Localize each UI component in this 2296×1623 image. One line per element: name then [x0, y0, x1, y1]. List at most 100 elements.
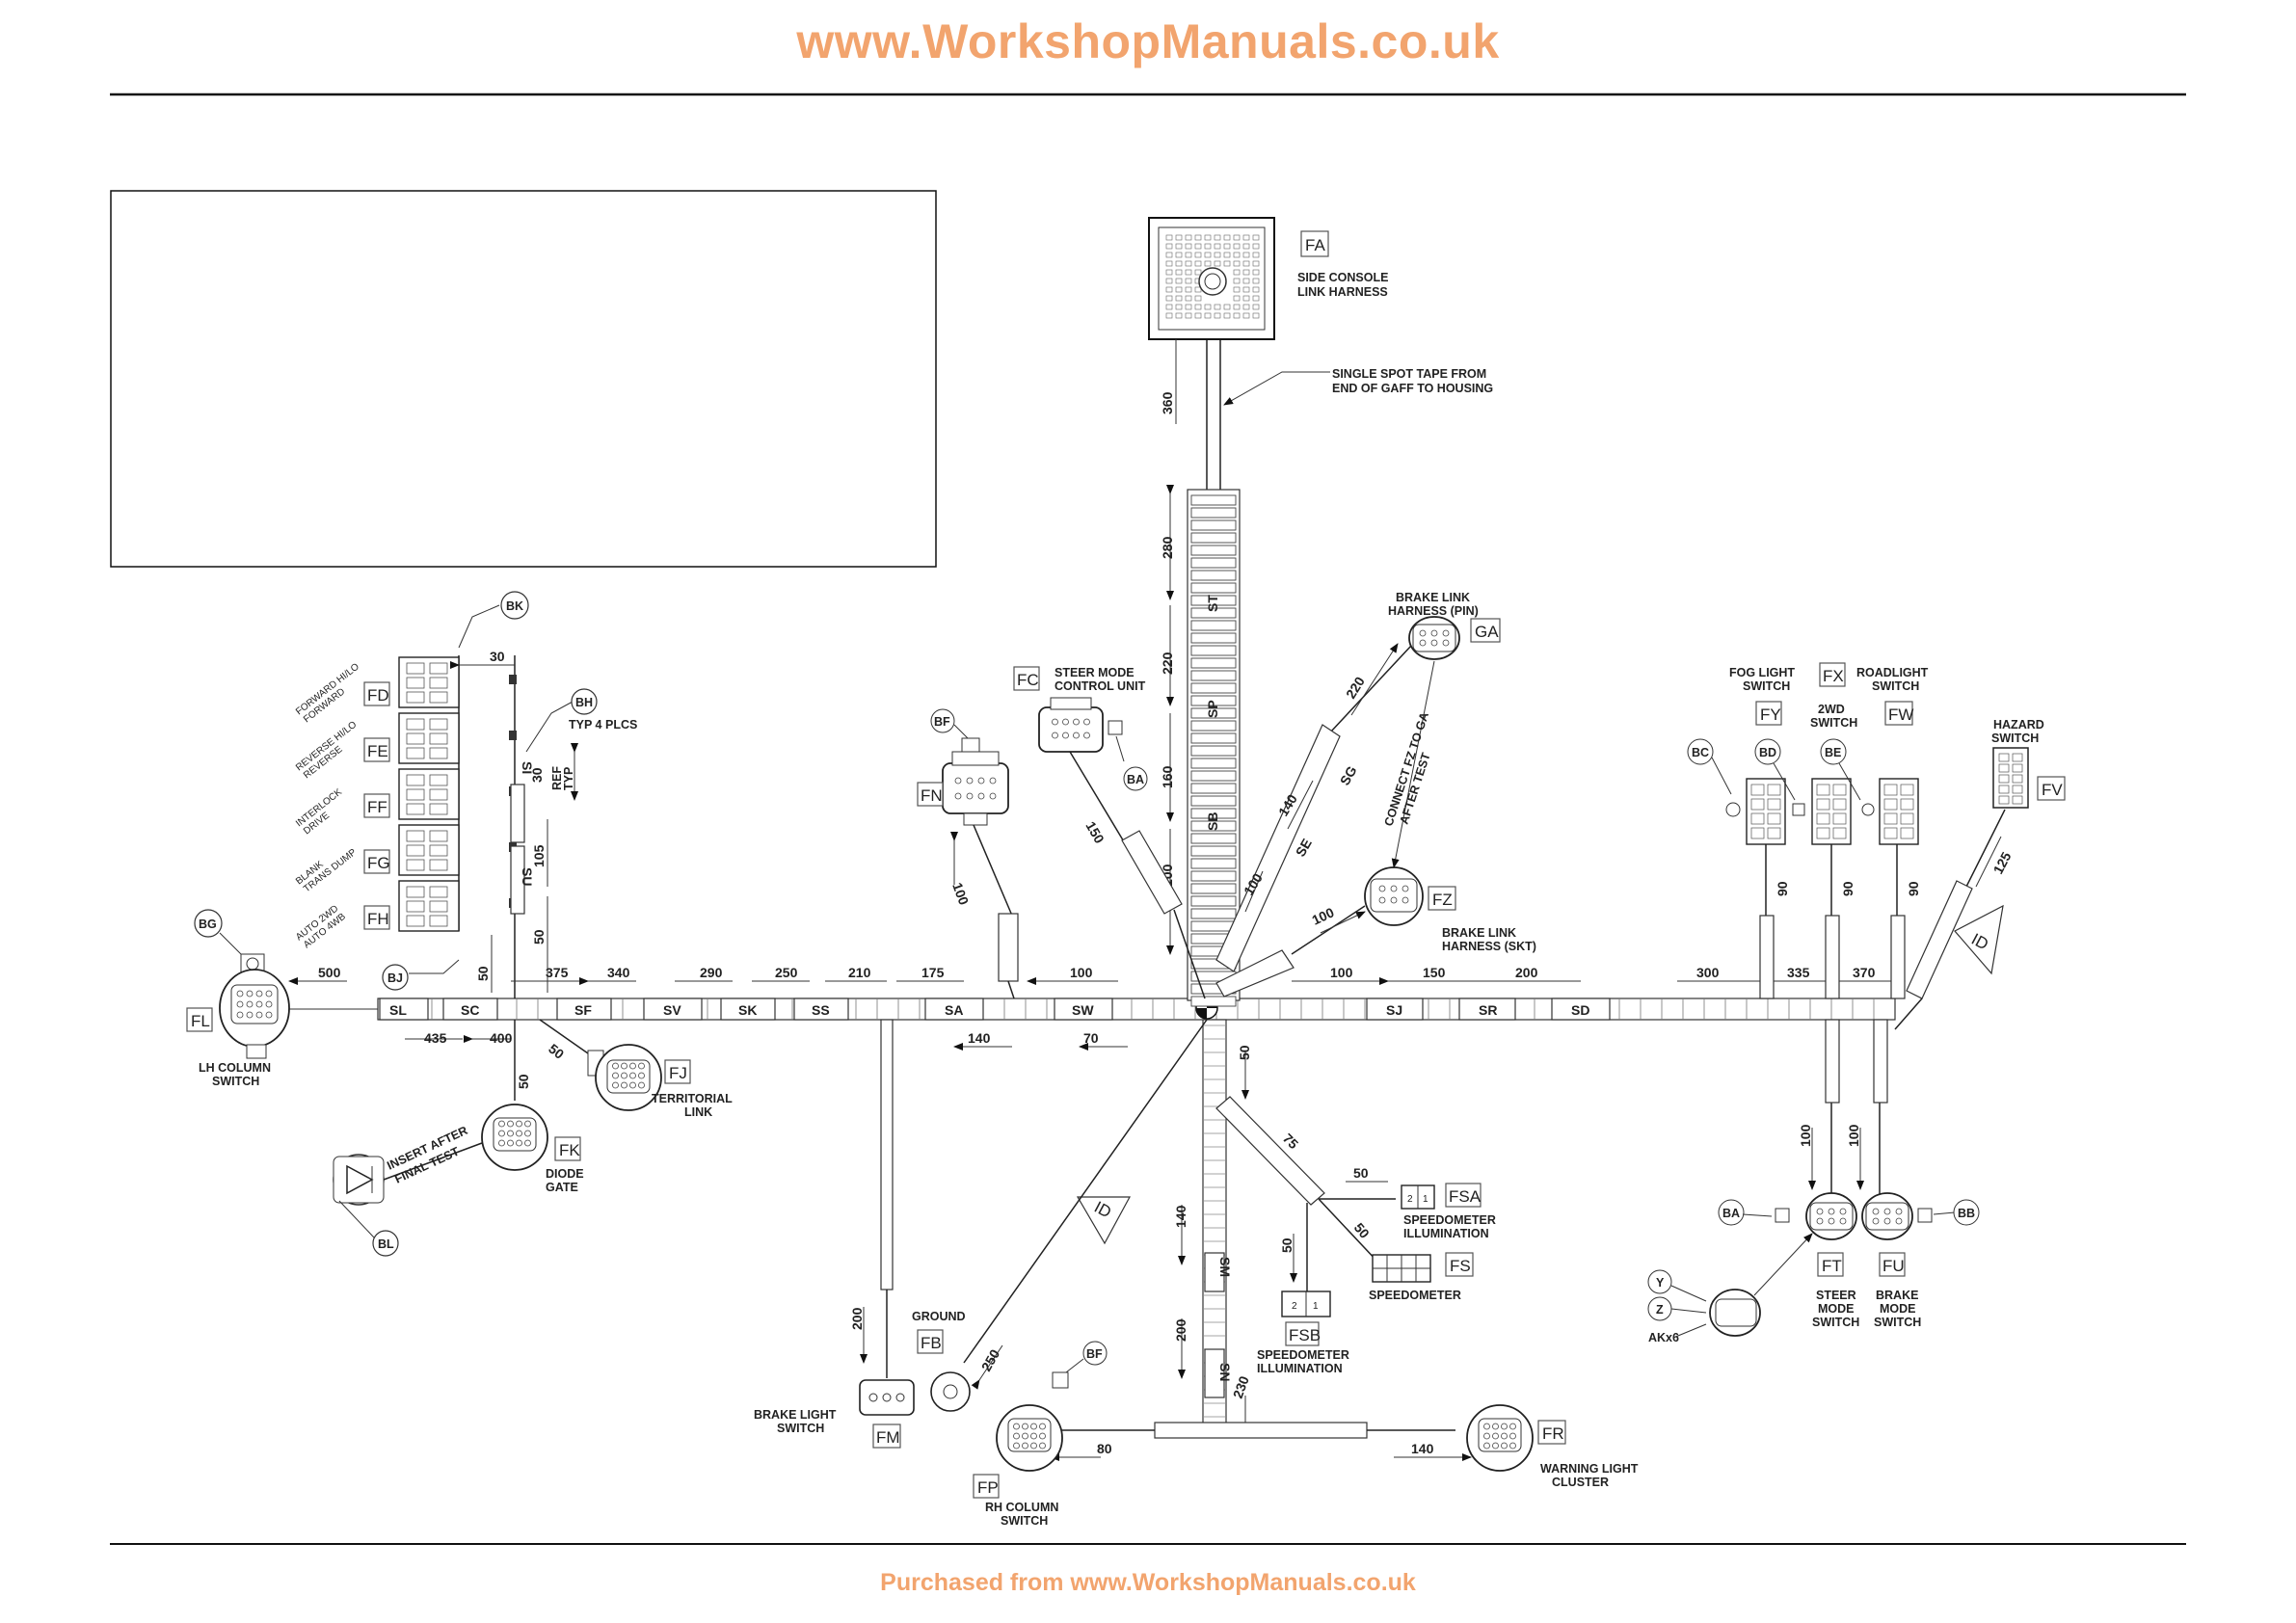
segment-label: SP: [1205, 700, 1220, 718]
dimension-value: 140: [1173, 1205, 1188, 1228]
connector-label: ILLUMINATION: [1403, 1227, 1489, 1240]
segment-label: SN: [1217, 1363, 1233, 1381]
svg-text:BG: BG: [199, 918, 217, 931]
lower-trunk: SM SN 50 140 200 230: [1173, 1019, 1252, 1433]
main-dimensions-top: 500 375 340 290 250 210 175 100 100 150 …: [288, 965, 1906, 985]
connector-fs[interactable]: [1372, 1254, 1431, 1283]
svg-text:1: 1: [1313, 1301, 1319, 1312]
svg-text:2: 2: [1292, 1301, 1297, 1312]
connector-code: FL: [191, 1012, 210, 1030]
segment-label: SB: [1205, 812, 1220, 831]
connector-code: FP: [977, 1478, 999, 1497]
id-flag-center: ID: [1076, 1196, 1132, 1245]
dimension-value: 100: [949, 881, 972, 908]
dimension-value: 80: [1097, 1441, 1112, 1456]
connector-fl[interactable]: [219, 953, 290, 1059]
connector-fv[interactable]: [1992, 747, 2029, 809]
connector-code: FA: [1305, 236, 1325, 254]
dimension-value: 50: [475, 966, 491, 981]
connector-code: FSA: [1449, 1187, 1482, 1206]
dimension-value: 370: [1853, 965, 1876, 980]
connector-fp[interactable]: [996, 1404, 1063, 1472]
connector-label: RH COLUMN: [985, 1501, 1058, 1514]
connector-label: SWITCH: [777, 1422, 824, 1435]
dimension-value: 100: [1310, 904, 1337, 927]
dimension-value: 140: [1411, 1441, 1434, 1456]
connector-fj[interactable]: [539, 1019, 662, 1111]
dimension-value: 30: [490, 649, 505, 664]
segment-label: SG: [1337, 763, 1360, 788]
connector-label: FOG LIGHT: [1729, 666, 1795, 679]
connector-code: FW: [1888, 705, 1913, 724]
svg-text:BA: BA: [1127, 773, 1144, 786]
connector-code: FSB: [1289, 1326, 1321, 1344]
svg-text:BF: BF: [934, 715, 950, 729]
dimension-value: 90: [1840, 881, 1855, 896]
svg-text:BE: BE: [1825, 746, 1841, 759]
fn-branch: 100: [949, 824, 1019, 999]
connector-label: BRAKE: [1876, 1289, 1918, 1302]
note-text: REF: [550, 766, 564, 790]
connector-label: LINK: [684, 1105, 712, 1119]
connector-fm[interactable]: [859, 1379, 915, 1416]
connector-label: SPEEDOMETER: [1257, 1348, 1349, 1362]
note-text: END OF GAFF TO HOUSING: [1332, 382, 1493, 395]
connector-fa[interactable]: [1148, 217, 1275, 340]
ft-fu-drops: 100 100: [1798, 1019, 1888, 1195]
dimension-value: 300: [1696, 965, 1720, 980]
connector-fu[interactable]: [1861, 1192, 1913, 1240]
connector-fk[interactable]: [481, 1020, 548, 1171]
connector-code: FK: [559, 1141, 580, 1159]
dimension-value: 280: [1160, 536, 1175, 559]
connector-label: SWITCH: [1874, 1316, 1921, 1329]
connector-fr[interactable]: [1466, 1404, 1534, 1472]
trunk-hatching: [1190, 494, 1237, 1007]
svg-text:Y: Y: [1656, 1276, 1665, 1290]
ref-bc-bd-be: BC BD BE: [1687, 738, 1861, 801]
dimension-value: 500: [318, 965, 341, 980]
connector-code: FT: [1822, 1257, 1842, 1275]
connector-label: SWITCH: [1812, 1316, 1859, 1329]
connector-label: CONTROL UNIT: [1055, 679, 1146, 693]
connector-label: HARNESS (PIN): [1388, 604, 1479, 618]
connector-ft[interactable]: [1805, 1192, 1857, 1240]
connector-label: SWITCH: [212, 1075, 259, 1088]
dimension-value: 105: [531, 844, 547, 867]
dimension-value: 50: [516, 1074, 531, 1089]
note-text: TYP: [562, 767, 575, 790]
dimension-value: 150: [1423, 965, 1446, 980]
relay-labels: FORWARD HI/LO FORWARD FD REVERSE HI/LO R…: [294, 661, 390, 950]
connector-label: ILLUMINATION: [1257, 1362, 1343, 1375]
svg-text:BD: BD: [1759, 746, 1776, 759]
dimension-value: 175: [921, 965, 945, 980]
dimension-value: 100: [1846, 1124, 1861, 1147]
svg-text:Z: Z: [1656, 1303, 1664, 1317]
connector-code: FC: [1017, 671, 1039, 689]
connector-fn[interactable]: BF: [930, 708, 1009, 826]
connector-fz[interactable]: [1364, 866, 1424, 926]
connector-label: SPEEDOMETER: [1403, 1213, 1496, 1227]
note-text: SINGLE SPOT TAPE FROM: [1332, 367, 1486, 381]
connector-code: FB: [921, 1334, 942, 1352]
connector-fc[interactable]: BA: [1038, 697, 1148, 791]
segment-label: SV: [663, 1002, 681, 1018]
connector-code: FM: [876, 1428, 900, 1447]
connector-code: FJ: [669, 1064, 687, 1082]
switch-cluster: 90 90 90: [1725, 778, 1921, 999]
ref-bg: BG: [194, 909, 244, 957]
segment-label: SU: [520, 867, 535, 886]
dimension-value: 70: [1083, 1030, 1099, 1046]
dimension-value: 375: [546, 965, 569, 980]
connector-ga[interactable]: [1408, 616, 1460, 660]
bottom-harness: 80 140: [1050, 1422, 1472, 1461]
svg-text:BJ: BJ: [387, 971, 403, 985]
brake-light-branch: 200: [849, 1019, 894, 1378]
dimension-value: 435: [424, 1030, 447, 1046]
dimension-value: 360: [1160, 391, 1175, 414]
dimension-value: 200: [849, 1307, 865, 1330]
connector-label: TERRITORIAL: [652, 1092, 733, 1105]
dimension-value: 335: [1787, 965, 1810, 980]
